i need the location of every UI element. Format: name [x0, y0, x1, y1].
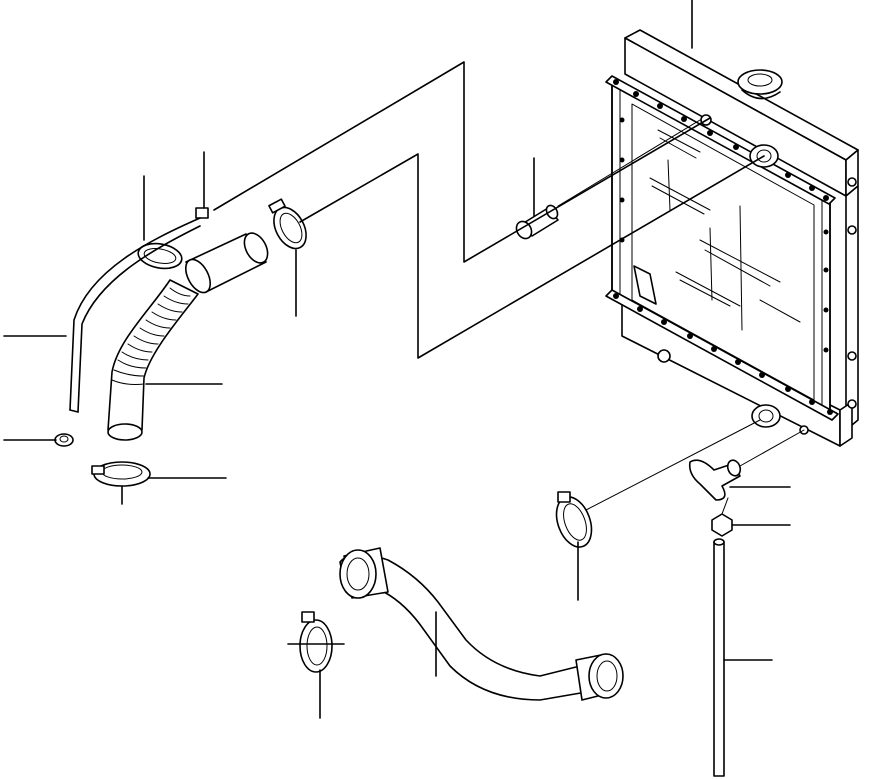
drain-cock [688, 459, 742, 501]
tube-nut [54, 433, 74, 447]
overflow-tube [69, 217, 201, 413]
radiator [605, 29, 859, 447]
drain-nut [711, 513, 733, 537]
leader-lines [3, 0, 791, 719]
upper-hose-clamp-b [91, 461, 151, 487]
upper-hose-flexible [107, 232, 269, 441]
drain-tube [713, 538, 725, 777]
lower-hose-clamp-b [299, 611, 333, 673]
lower-hose [339, 547, 624, 701]
upper-hose-clamp-a [268, 198, 307, 250]
radiator-cap [737, 69, 783, 100]
assembly-guide-lines [213, 61, 805, 515]
tube-clip [137, 207, 209, 270]
lower-hose-clamp-a [555, 491, 593, 548]
